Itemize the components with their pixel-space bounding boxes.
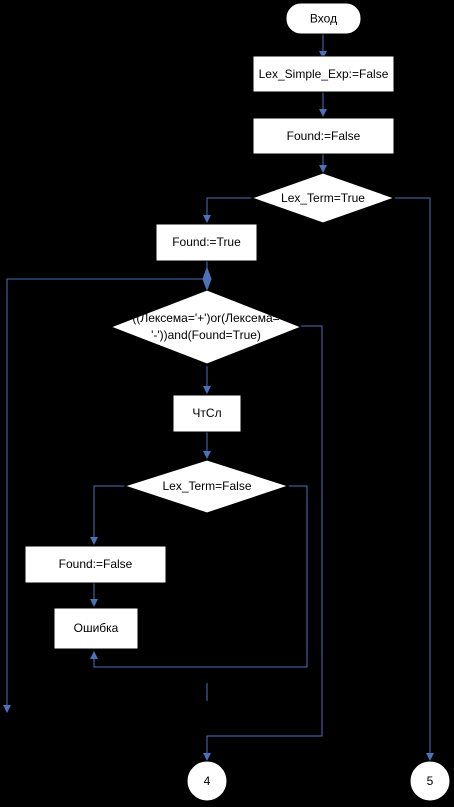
loop-cond-decision: ((Лексема='+')or(Лексема= '-'))and(Found… [109, 289, 303, 365]
edge-cond-term-false [394, 197, 434, 761]
connector-4-label: 4 [204, 774, 211, 788]
edge-cond-false-yes [90, 485, 125, 545]
cond-term-false-label: Lex_Term=False [162, 479, 251, 493]
init-found-label: Found:=False [287, 129, 361, 143]
set-found-true-process: Found:=True [155, 223, 258, 262]
connectors [3, 34, 434, 761]
connector-4: 4 [186, 760, 228, 802]
connector-5-label: 5 [427, 774, 434, 788]
cond-term-label: Lex_Term=True [281, 191, 365, 205]
cond-term-decision: Lex_Term=True [250, 172, 396, 224]
set-found-false-label: Found:=False [59, 557, 133, 571]
set-found-false-process: Found:=False [24, 545, 167, 584]
read-sl-label: ЧтСл [192, 406, 221, 420]
start-node: Вход [285, 2, 362, 35]
set-found-true-label: Found:=True [172, 235, 241, 249]
edge-loop-back [3, 278, 207, 713]
init-lex-process: Lex_Simple_Exp:=False [252, 55, 395, 93]
error-label: Ошибка [74, 621, 119, 635]
cond-term-false-decision: Lex_Term=False [123, 459, 290, 514]
edge-cond-term-true [203, 197, 252, 223]
init-found-process: Found:=False [252, 117, 395, 155]
connector-5: 5 [409, 760, 451, 802]
loop-cond-label-line2: '-'))and(Found=True) [151, 328, 261, 342]
edge-cond-false-no [90, 485, 308, 668]
loop-junction-marker [202, 266, 212, 292]
edge-loop-exit [203, 325, 323, 761]
start-label: Вход [310, 12, 337, 26]
error-process: Ошибка [53, 607, 139, 650]
init-lex-label: Lex_Simple_Exp:=False [259, 67, 389, 81]
loop-cond-label-line1: ((Лексема='+')or(Лексема= [132, 311, 279, 325]
read-sl-process: ЧтСл [172, 394, 242, 433]
